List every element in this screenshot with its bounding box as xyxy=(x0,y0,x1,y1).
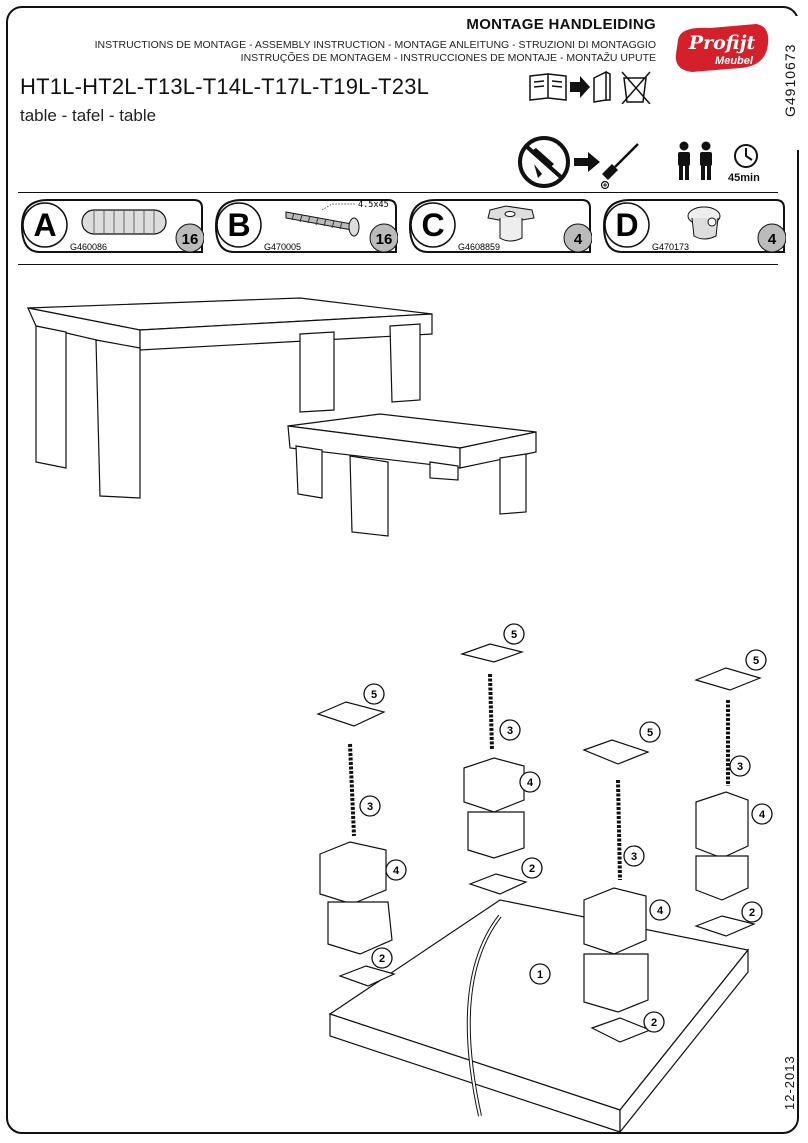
divider-top xyxy=(18,192,778,193)
part-c-letter: C xyxy=(421,207,444,243)
part-d-letter: D xyxy=(615,207,638,243)
profijt-logo: Profijt Meubel xyxy=(675,24,769,72)
arrow-icon-2 xyxy=(574,152,600,172)
part-d-code: G470173 xyxy=(652,242,689,252)
document-date: 12-2013 xyxy=(782,1055,797,1111)
page-title: MONTAGE HANDLEIDING xyxy=(466,16,656,33)
tools-row xyxy=(518,136,758,190)
part-c-code: G4608859 xyxy=(458,242,500,252)
model-numbers: HT1L-HT2L-T13L-T14L-T17L-T19L-T23L xyxy=(20,74,430,99)
logo-text-2: Meubel xyxy=(715,55,754,67)
divider-parts xyxy=(18,264,778,265)
screwdriver-icon xyxy=(600,143,639,190)
part-c: C 4 G4608859 xyxy=(406,198,593,254)
assembly-time: 45min xyxy=(728,172,760,184)
part-d: D 4 G470173 xyxy=(600,198,787,254)
title-translations-2: INSTRUÇÕES DE MONTAGEM - INSTRUCCIONES D… xyxy=(240,52,656,64)
part-a-letter: A xyxy=(33,207,56,243)
logo-text-1: Profijt xyxy=(688,32,756,54)
two-persons-icon xyxy=(678,141,712,180)
part-c-qty: 4 xyxy=(574,231,583,248)
leveling-foot-icon xyxy=(687,206,721,240)
no-power-drill-icon xyxy=(518,136,570,188)
page-frame xyxy=(6,6,799,1134)
document-code: G4910673 xyxy=(782,43,798,117)
part-b: B 4.5x45 16 G470005 xyxy=(212,198,399,254)
product-name: table - tafel - table xyxy=(20,106,157,125)
manual-icons xyxy=(529,70,651,104)
part-a-code: G460086 xyxy=(70,242,107,252)
corner-insert-icon xyxy=(487,205,535,242)
no-recycle-icon xyxy=(621,71,651,104)
side-tab xyxy=(780,16,806,150)
part-b-code: G470005 xyxy=(264,242,301,252)
screw-dimension: 4.5x45 xyxy=(358,200,389,210)
arrow-icon xyxy=(570,76,590,98)
title-translations-1: INSTRUCTIONS DE MONTAGE - ASSEMBLY INSTR… xyxy=(94,39,656,51)
binder-icon xyxy=(593,70,611,103)
part-a-qty: 16 xyxy=(182,231,199,248)
wooden-dowel-icon xyxy=(81,209,167,235)
part-d-qty: 4 xyxy=(768,231,777,248)
part-b-qty: 16 xyxy=(376,231,393,248)
part-b-letter: B xyxy=(227,207,250,243)
part-a: A 16 G460086 xyxy=(18,198,205,254)
screw-icon xyxy=(285,203,360,237)
clock-icon xyxy=(734,144,758,168)
read-manual-icon xyxy=(529,73,567,101)
